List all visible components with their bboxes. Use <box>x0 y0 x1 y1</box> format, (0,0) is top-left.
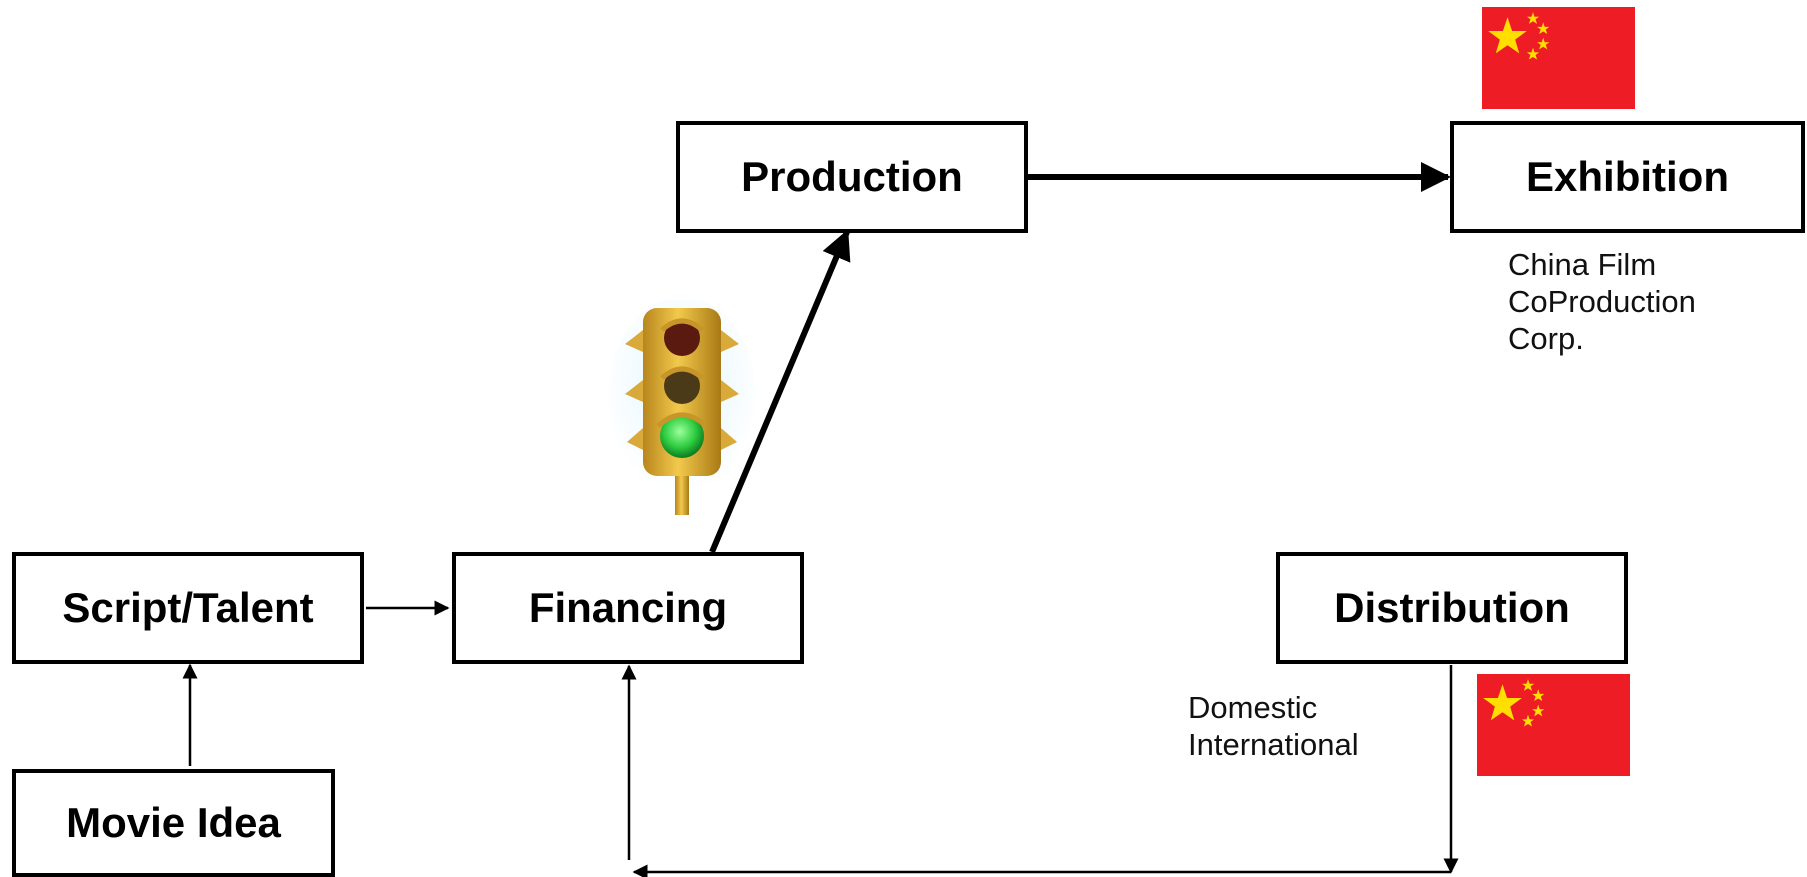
china-flag-icon <box>1477 674 1630 776</box>
distribution-note: Domestic International <box>1188 689 1359 763</box>
node-financing: Financing <box>452 552 804 664</box>
exhibition-note-line: China Film <box>1508 247 1657 282</box>
node-script-talent: Script/Talent <box>12 552 364 664</box>
node-exhibition: Exhibition <box>1450 121 1805 233</box>
arrow-financing-to-production <box>709 229 851 554</box>
traffic-light-green-icon <box>608 300 756 515</box>
exhibition-note-line: CoProduction <box>1508 284 1696 319</box>
node-movie-idea: Movie Idea <box>12 769 335 877</box>
node-production: Production <box>676 121 1028 233</box>
distribution-note-line: International <box>1188 727 1359 762</box>
distribution-note-line: Domestic <box>1188 690 1318 725</box>
exhibition-note: China Film CoProduction Corp. <box>1508 246 1696 357</box>
china-flag-icon <box>1482 7 1635 109</box>
node-distribution: Distribution <box>1276 552 1628 664</box>
exhibition-note-line: Corp. <box>1508 321 1584 356</box>
